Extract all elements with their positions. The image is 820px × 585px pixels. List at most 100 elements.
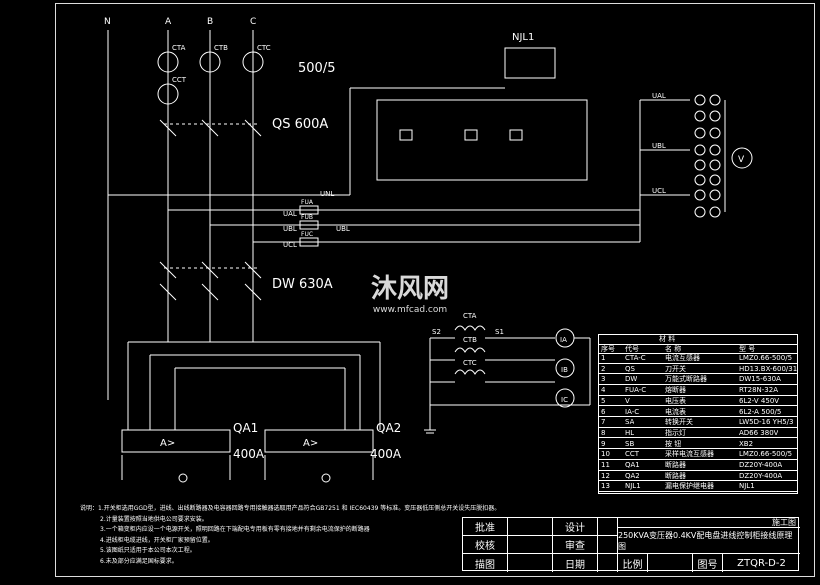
materials-cell: 13 (601, 482, 610, 491)
header-no: 序号 (601, 344, 615, 353)
note-line: 4.进线柜电缆进线，开关柜厂家预留位置。 (100, 536, 214, 544)
watermark-brand: 沐风网 (370, 274, 449, 304)
ct-b-label: CTB (214, 44, 228, 52)
materials-cell: 按 钮 (665, 439, 682, 448)
ct-a (157, 51, 179, 73)
materials-cell: 转换开关 (665, 418, 693, 427)
ib-label: IB (561, 366, 568, 374)
materials-cell: 指示灯 (665, 428, 686, 437)
materials-cell: 6 (601, 407, 606, 416)
fub-label: FUB (301, 214, 313, 221)
note-line: 3.一个箱变柜内应设一个电源开关，照明回路在下端配电专用板有零有接地并有剩余电流… (100, 526, 370, 533)
materials-cell: DW (625, 375, 638, 384)
materials-cell: FUA-C (625, 386, 647, 395)
materials-cell: HD13.BX-600/31 (739, 364, 798, 373)
materials-cell: 1 (601, 354, 606, 362)
qa1-box (121, 429, 231, 453)
title-block: 批准 设计 校核 审查 描图 日期 施工图 250KVA变压器0.4KV配电盘进… (462, 517, 800, 572)
meter-ual-label: UAL (652, 92, 666, 100)
materials-cell: 断路器 (665, 461, 686, 469)
materials-cell: 电压表 (665, 396, 686, 405)
qa2-rating: 400A (370, 447, 402, 461)
tb-scale: 比例 (618, 554, 648, 572)
materials-cell: V (625, 396, 630, 405)
meter-ucl-label: UCL (652, 187, 666, 195)
materials-cell: QA1 (625, 461, 640, 469)
ct-a-label: CTA (172, 44, 186, 52)
materials-cell: CCT (625, 450, 640, 459)
ual-line-label: UAL (283, 210, 297, 218)
ammeter-c (555, 388, 575, 408)
tb-design: 设计 (553, 518, 598, 536)
materials-cell: 刀开关 (665, 364, 686, 373)
ct-b (199, 51, 221, 73)
ctb-coil-label: CTB (463, 336, 477, 344)
materials-cell: 5 (601, 396, 606, 405)
materials-cell: 电流互感器 (665, 354, 700, 362)
materials-cell: 漏电保护继电器 (665, 482, 714, 491)
materials-cell: 4 (601, 386, 606, 395)
notes-block: 说明：1.开关柜选用GGD型，进线、出线断路器及电容器回路专用接触器选取用产品符… (80, 504, 500, 567)
materials-cell: 6L2-A 500/5 (739, 407, 782, 416)
materials-row: 6 IA-C 电流表 6L2-A 500/5 (599, 407, 797, 417)
ia-label: IA (560, 336, 567, 344)
njl1-box (504, 47, 556, 79)
tb-date: 日期 (553, 554, 598, 572)
qa1-rating: 400A (233, 447, 265, 461)
qs-label: QS 600A (272, 117, 328, 132)
materials-cell: 3 (601, 375, 606, 384)
header-name: 名 称 (665, 344, 682, 353)
ic-label: IC (561, 396, 568, 404)
ct-c (242, 51, 264, 73)
materials-cell: 12 (601, 471, 610, 480)
note-line: 2.计量装置按照当地供电公司要求安装。 (100, 515, 208, 523)
materials-cell: 9 (601, 439, 606, 448)
fuc-label: FUC (301, 231, 313, 238)
materials-cell: NJL1 (625, 482, 641, 491)
drawing-frame (55, 3, 815, 577)
materials-cell: DW15-630A (739, 375, 781, 384)
materials-cell: SB (625, 439, 635, 448)
materials-cell: 11 (601, 461, 610, 469)
materials-row: 11 QA1 断路器 DZ20Y-400A (599, 461, 797, 471)
materials-cell: IA-C (625, 407, 640, 416)
bus-a-label: A (165, 17, 172, 27)
tb-stage: 施工图 (618, 518, 800, 528)
dw-label: DW 630A (272, 277, 333, 292)
voltmeter (731, 147, 753, 169)
materials-header-row: 序号 代号 名 称 型 号 (599, 344, 797, 354)
materials-title: 材 料 (659, 335, 676, 343)
qa1-name: QA1 (233, 421, 258, 435)
ucl-line-label: UCL (283, 241, 297, 249)
header-code: 代号 (625, 344, 639, 353)
ct-rating: 500/5 (298, 61, 335, 76)
materials-cell: 采样电流互感器 (665, 450, 714, 459)
cta-coil-label: CTA (463, 312, 477, 320)
ctc-coil-label: CTC (463, 359, 477, 367)
tb-title: 250KVA变压器0.4KV配电盘进线控制柜接线原理图 (618, 528, 800, 554)
materials-cell: 电流表 (665, 407, 686, 416)
meter-ubl-label: UBL (652, 142, 666, 150)
ammeter-b (555, 358, 575, 378)
note-line: 6.未及部分应满足国标要求。 (100, 557, 178, 565)
tb-approve: 批准 (463, 518, 508, 536)
tb-drawing-no: ZTQR-D-2 (737, 557, 786, 569)
watermark: 沐风网 www.mfcad.com (335, 268, 485, 318)
materials-cell: 熔断器 (665, 386, 686, 395)
qa1-trip: A> (160, 438, 175, 449)
materials-cell: DZ20Y-400A (739, 461, 783, 469)
bus-c-label: C (250, 17, 256, 27)
terminal-block (694, 94, 721, 218)
tb-review: 审查 (553, 536, 598, 554)
note-line: 5.该图纸只适用于本公司本次工程。 (100, 547, 196, 554)
fua-label: FUA (301, 199, 314, 206)
note-line: 说明：1.开关柜选用GGD型，进线、出线断路器及电容器回路专用接触器选取用产品符… (80, 505, 501, 512)
